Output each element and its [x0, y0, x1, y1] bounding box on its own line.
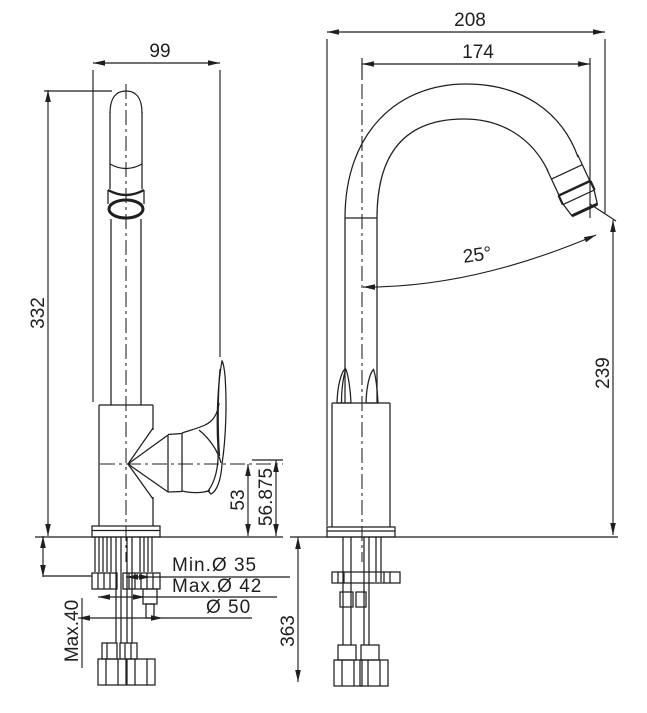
- dim-label-o50: Ø 50: [206, 597, 251, 618]
- tip-aerator-band: [557, 179, 592, 197]
- dim-label-239: 239: [593, 357, 614, 389]
- dim-hose-length-363: 363: [278, 537, 301, 682]
- aerator-ring: [107, 188, 145, 197]
- dim-counter-thickness-max40: Max.40: [40, 536, 92, 668]
- dim-height-332: 332: [28, 90, 112, 536]
- hose-nut: [126, 658, 156, 686]
- dim-label-25deg: 25°: [462, 243, 493, 268]
- hose-nut: [359, 659, 389, 687]
- front-under-counter: [91, 537, 161, 686]
- front-handle: [127, 359, 227, 500]
- hose-collar: [339, 591, 354, 608]
- front-view: [91, 84, 283, 686]
- hose-nut: [333, 659, 363, 687]
- spout-tip: [546, 154, 599, 218]
- dim-label-332: 332: [28, 297, 49, 329]
- leader-base-diameter-50: Ø 50: [78, 597, 252, 621]
- leader-min-hole-35: Min.Ø 35: [126, 555, 290, 580]
- leader-max-hole-42: Max.Ø 42: [98, 576, 277, 600]
- dimension-annotations: 99 332 208 174 25° 239: [28, 10, 617, 682]
- dim-label-363: 363: [278, 615, 299, 647]
- side-base-flange: [326, 526, 396, 538]
- side-under-counter: [331, 537, 401, 687]
- hose-nut: [97, 658, 127, 686]
- hose-collar: [101, 642, 118, 660]
- side-body: [326, 402, 396, 538]
- dim-label-174: 174: [462, 42, 494, 63]
- dim-label-max40: Max.40: [62, 600, 83, 662]
- dim-label-208: 208: [454, 10, 486, 31]
- side-mounting-bracket: [331, 571, 401, 584]
- dim-handle-height-56875: 56.875: [252, 459, 283, 536]
- dim-spout-width: 99: [92, 41, 221, 402]
- dim-spout-angle-25: 25°: [362, 203, 617, 290]
- dim-label-53: 53: [228, 489, 249, 510]
- side-handle-edge: [336, 367, 379, 404]
- side-view: [326, 83, 599, 687]
- dim-spout-reach-174: 174: [361, 42, 591, 218]
- side-gooseneck-spout: [344, 83, 599, 403]
- dim-label-min35: Min.Ø 35: [172, 555, 257, 576]
- dim-label-max42: Max.Ø 42: [172, 576, 262, 597]
- dim-overall-depth-208: 208: [326, 10, 606, 526]
- dim-label-99: 99: [149, 41, 170, 62]
- front-body: [91, 404, 161, 538]
- dim-handle-height-53: 53: [228, 464, 251, 536]
- dim-outlet-height-239: 239: [593, 220, 616, 535]
- front-spout: [107, 90, 145, 405]
- outlet-ellipse: [107, 198, 145, 220]
- handle-blade: [207, 359, 227, 495]
- dim-label-56875: 56.875: [256, 468, 277, 526]
